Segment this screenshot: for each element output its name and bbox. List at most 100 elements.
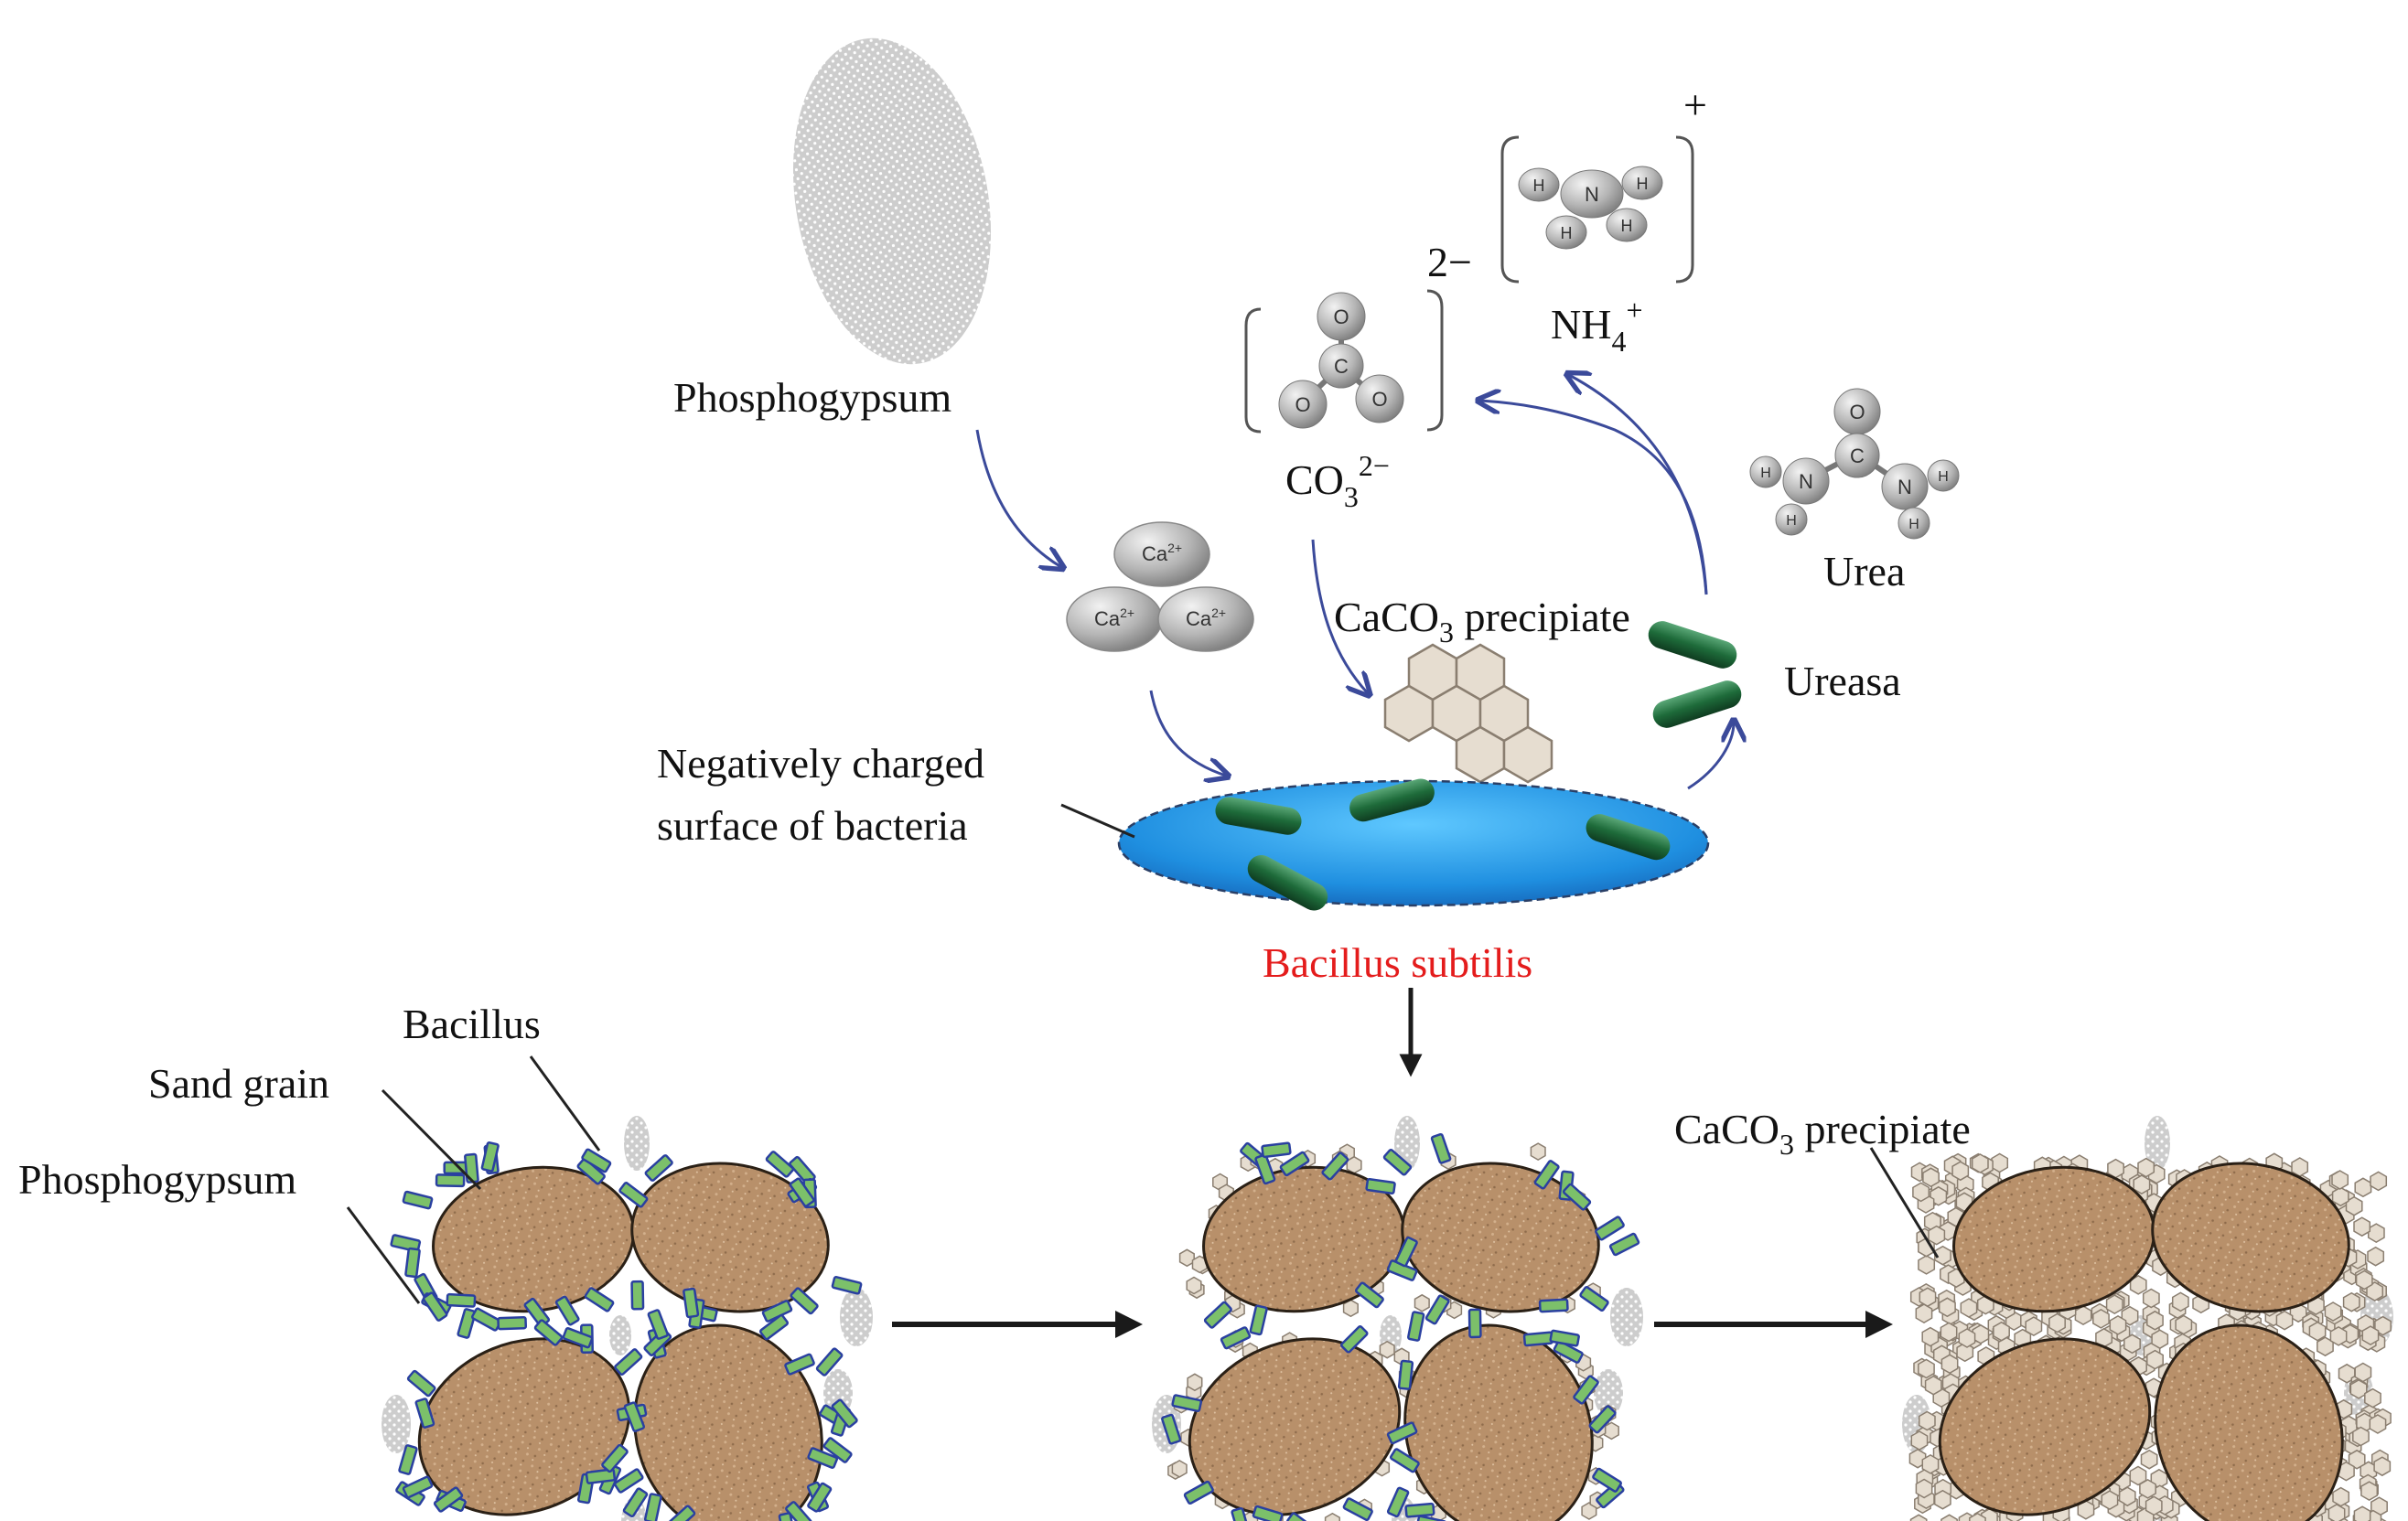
label-negative-surface-line1: Negatively charged	[657, 740, 984, 787]
bacillus-cell	[398, 1444, 418, 1475]
phosphogypsum-speck	[1594, 1369, 1623, 1417]
caco3-crystal	[1910, 1430, 1929, 1451]
bacillus-cell	[1579, 1286, 1609, 1312]
bacillus-cell	[1538, 1298, 1569, 1313]
bacillus-cell	[1407, 1311, 1425, 1342]
bacillus-cell	[1588, 1405, 1617, 1434]
caco3-crystal	[2139, 1479, 2156, 1499]
caco3-crystal	[2342, 1291, 2360, 1312]
bacillus-cell	[643, 1493, 662, 1521]
caco3-crystal	[1918, 1255, 1936, 1275]
bacillus-cell	[1592, 1467, 1622, 1493]
caco3-crystal	[1921, 1454, 1940, 1474]
caco3-crystal	[1924, 1375, 1942, 1396]
caco3-crystal	[2109, 1315, 2127, 1335]
bacillus-cell	[1394, 1236, 1418, 1268]
caco3-crystal	[2092, 1309, 2110, 1329]
caco3-crystal	[2352, 1426, 2370, 1447]
bacillus-cell	[784, 1353, 815, 1376]
caco3-crystal	[2123, 1334, 2141, 1355]
caco3-crystal	[2146, 1310, 2164, 1331]
bacillus-cell	[785, 1501, 812, 1521]
label-negative-surface-line2: surface of bacteria	[657, 802, 968, 849]
dish-bacterium-2	[1349, 778, 1435, 822]
calcium-ion-cluster: Ca2+ Ca2+ Ca2+	[1066, 521, 1254, 652]
bacillus-cell	[497, 1315, 528, 1331]
phosphogypsum-speck	[840, 1288, 873, 1346]
sand-grain	[2154, 1323, 2344, 1521]
bacillus-cell	[464, 1152, 479, 1184]
sand-grain	[1188, 1337, 1402, 1516]
caco3-crystal	[1919, 1287, 1937, 1308]
caco3-crystal	[2151, 1329, 2169, 1350]
carbonate-molecule: O O O C	[1244, 289, 1444, 434]
bacillus-cell	[446, 1292, 477, 1308]
bacillus-cell	[614, 1348, 643, 1376]
caco3-crystal	[2355, 1269, 2373, 1291]
bacillus-cell	[1573, 1375, 1599, 1405]
caco3-crystal	[2360, 1481, 2379, 1501]
bacillus-cell	[584, 1287, 615, 1312]
caco3-crystal	[1909, 1514, 1928, 1521]
label-bacillus-subtilis: Bacillus subtilis	[1263, 939, 1532, 986]
stage-content	[1152, 1116, 1643, 1521]
caco3-crystal	[2129, 1465, 2147, 1486]
sand-grain	[417, 1337, 631, 1516]
caco3-crystal	[2361, 1325, 2380, 1345]
dish-bacterium-1	[1215, 797, 1302, 835]
phosphogypsum-speck	[609, 1315, 631, 1355]
bacillus-cell	[765, 1151, 795, 1178]
caco3-crystal	[1915, 1478, 1933, 1499]
caco3-crystal	[1958, 1328, 1976, 1348]
bacillus-cell	[1342, 1497, 1373, 1521]
bacillus-cell	[1467, 1308, 1482, 1339]
caco3-crystal	[1940, 1354, 1959, 1375]
leader-bacillus	[529, 1055, 601, 1151]
bacillus-cell	[623, 1401, 646, 1432]
bacillus-cell	[1183, 1480, 1214, 1505]
caco3-crystal	[2367, 1246, 2385, 1267]
bacillus-cell	[1562, 1183, 1592, 1211]
svg-text:O: O	[1295, 393, 1310, 416]
svg-text:O: O	[1849, 401, 1865, 423]
caco3-crystal	[1933, 1489, 1951, 1510]
dish-bacterium-4	[1247, 854, 1328, 911]
caco3-crystal	[2324, 1301, 2342, 1322]
bacillus-cell	[630, 1280, 645, 1311]
caco3-crystal	[1186, 1276, 1202, 1295]
bacillus-cell	[585, 1468, 617, 1484]
arrow-urea-to-nh4	[1569, 375, 1708, 595]
bacillus-cell	[1365, 1178, 1396, 1195]
caco3-crystal	[2353, 1505, 2371, 1521]
caco3-crystal	[2101, 1490, 2119, 1510]
svg-text:N: N	[1585, 183, 1599, 206]
arrow-ca-to-surface	[1149, 690, 1226, 776]
bacillus-cell	[1252, 1505, 1284, 1521]
svg-text:O: O	[1371, 388, 1387, 411]
bacillus-cell	[1533, 1160, 1560, 1190]
bacillus-cell	[1415, 1515, 1447, 1521]
caco3-crystal	[2327, 1504, 2346, 1521]
svg-text:N: N	[1799, 470, 1813, 493]
sand-grain	[2151, 1162, 2350, 1313]
bacillus-cell	[554, 1295, 580, 1326]
bacillus-cell	[457, 1308, 477, 1339]
leader-sand-grain	[381, 1088, 482, 1191]
caco3-crystal	[1912, 1182, 1930, 1203]
caco3-crystal	[1178, 1248, 1195, 1268]
bacillus-cell	[601, 1443, 629, 1473]
bacillus-cell	[404, 1247, 421, 1279]
svg-text:O: O	[1333, 305, 1349, 328]
caco3-crystal	[2369, 1414, 2387, 1434]
caco3-crystal	[2329, 1326, 2348, 1346]
svg-text:H: H	[1637, 175, 1649, 193]
caco3-crystal	[1972, 1323, 1990, 1344]
bacillus-cell	[1161, 1413, 1182, 1445]
phosphogypsum-speck	[624, 1116, 650, 1171]
leader-negative-surface	[1060, 803, 1135, 839]
arrow-co3-to-caco3	[1311, 539, 1368, 693]
caco3-crystal	[2308, 1321, 2327, 1342]
caco3-crystal	[1993, 1321, 2010, 1342]
caco3-crystal	[2331, 1186, 2349, 1207]
carbonate-bracket-charge: 2−	[1427, 239, 1472, 285]
